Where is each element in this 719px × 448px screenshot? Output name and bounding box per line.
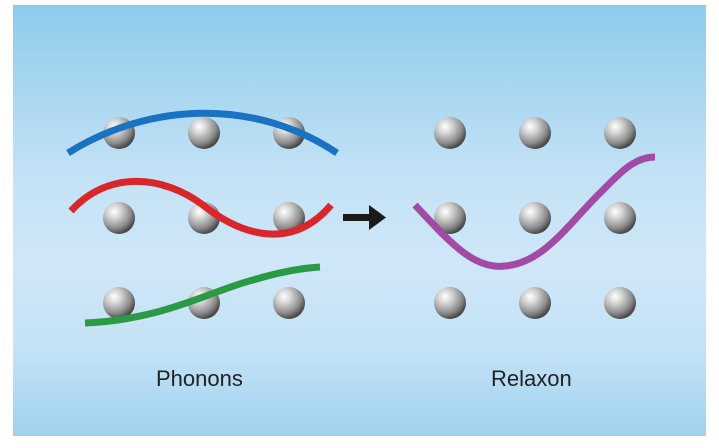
atom-icon	[519, 117, 551, 149]
atom-icon	[103, 202, 135, 234]
phonon-wave-red	[68, 178, 334, 238]
atom-icon	[604, 202, 636, 234]
atom-icon	[434, 202, 466, 234]
phonon-wave-blue	[66, 109, 339, 156]
atom-icon	[273, 202, 305, 234]
diagram-panel: Phonons Relaxon	[13, 5, 706, 436]
atom-icon	[434, 117, 466, 149]
atom-icon	[519, 287, 551, 319]
right-arrow-icon	[343, 205, 386, 230]
atom-icon	[103, 287, 135, 319]
relaxon-label: Relaxon	[491, 366, 572, 391]
relaxon-wave-purple	[412, 153, 656, 270]
phonon-lattice	[103, 117, 305, 319]
phonon-wave-green	[84, 263, 321, 327]
atom-icon	[519, 202, 551, 234]
atom-icon	[273, 287, 305, 319]
atom-icon	[434, 287, 466, 319]
relaxon-lattice	[434, 117, 636, 319]
phonon-relaxon-diagram	[66, 109, 656, 327]
atom-icon	[604, 117, 636, 149]
atom-icon	[604, 287, 636, 319]
atom-icon	[188, 117, 220, 149]
phonons-label: Phonons	[156, 366, 243, 391]
